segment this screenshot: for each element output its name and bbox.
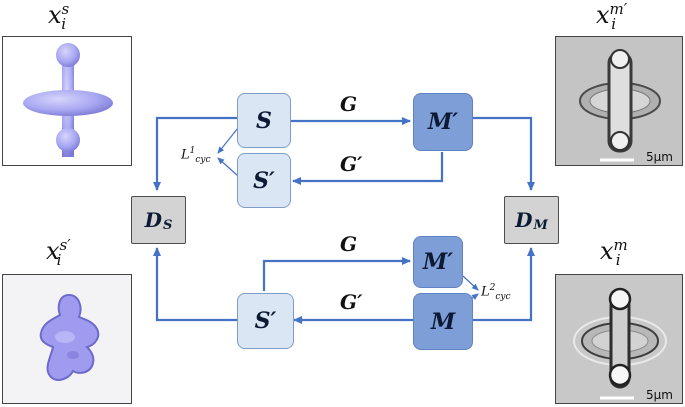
ds-main: D	[144, 208, 162, 232]
xs-sup: s	[61, 0, 70, 18]
arrow-g-bottom	[262, 257, 411, 291]
image-translated-simulated-cell	[2, 274, 132, 404]
scale-label-top: 5μm	[646, 150, 673, 164]
simulated-cell-graphic	[23, 43, 113, 157]
arrow-g-prime-top	[292, 152, 444, 185]
node-s-prime-bottom-label: S′	[254, 308, 277, 334]
xm-sub: i	[615, 250, 621, 269]
cyc1-main: L	[181, 147, 190, 163]
arrow-sprime-to-ds	[153, 247, 237, 322]
node-s-prime-top: S′	[237, 153, 291, 208]
cyc1-sup: 1	[189, 146, 196, 156]
node-s-prime-top-label: S′	[253, 167, 275, 194]
edge-label-g-bottom: G	[340, 232, 358, 256]
node-s-top-label: S	[256, 107, 272, 134]
scale-label-bottom: 5μm	[646, 388, 673, 402]
xm-sup: m	[613, 236, 628, 254]
cyc2-sub: cyc	[495, 291, 511, 302]
xmp-sub: i	[611, 14, 616, 33]
arrow-s-to-ds	[153, 116, 237, 191]
dm-main: D	[515, 208, 533, 232]
xs-var: x	[48, 1, 62, 29]
cycle-loss-2: L2cyc	[481, 283, 511, 302]
label-x-m: xmi	[600, 236, 628, 269]
cyc1-sub: cyc	[195, 154, 211, 165]
node-m-prime-bottom: M′	[413, 236, 463, 288]
ds-sub: S	[162, 217, 173, 233]
xs-sub: i	[61, 14, 67, 33]
xmp-var: x	[596, 1, 610, 29]
xm-var: x	[600, 237, 614, 265]
cyc1-line-b	[217, 157, 239, 177]
node-m-prime-bottom-label: M′	[422, 249, 454, 275]
cyc1-line-a	[217, 127, 239, 154]
microscopy-cell-graphic-bottom	[573, 287, 667, 400]
dm-sub: M	[533, 217, 548, 233]
image-simulated-cell	[2, 36, 132, 166]
edge-label-g-top: G	[340, 92, 358, 116]
xsp-sup: s′	[59, 236, 71, 254]
xsp-var: x	[46, 237, 60, 265]
image-translated-microscopy-cell	[555, 36, 683, 166]
arrow-m-to-dm	[473, 247, 535, 322]
edge-label-g-prime-top: G′	[340, 152, 363, 176]
node-m-prime-top-label: M′	[427, 109, 459, 135]
node-s-prime-bottom: S′	[237, 293, 294, 349]
image-microscopy-cell	[555, 274, 683, 404]
node-m-prime-top: M′	[413, 93, 473, 151]
cyc2-sup: 2	[489, 283, 496, 293]
node-s-top: S	[237, 93, 291, 148]
xmp-sup: m′	[609, 0, 628, 18]
translated-cell-graphic	[39, 293, 100, 381]
microscopy-cell-graphic-top	[579, 49, 661, 162]
cyc2-line-a	[462, 275, 479, 291]
edge-label-g-prime-bottom: G′	[340, 290, 363, 314]
cyc2-main: L	[481, 284, 490, 300]
node-m-bottom-label: M	[430, 308, 456, 335]
xsp-sub: i	[56, 250, 62, 269]
cycle-loss-1: L1cyc	[181, 146, 211, 165]
label-x-s: xsi	[48, 0, 69, 33]
label-x-s-prime: xs′i	[46, 236, 71, 269]
label-x-m-prime: xm′i	[596, 0, 627, 33]
node-m-bottom: M	[413, 293, 473, 350]
arrow-mprime-to-dm	[473, 116, 535, 191]
